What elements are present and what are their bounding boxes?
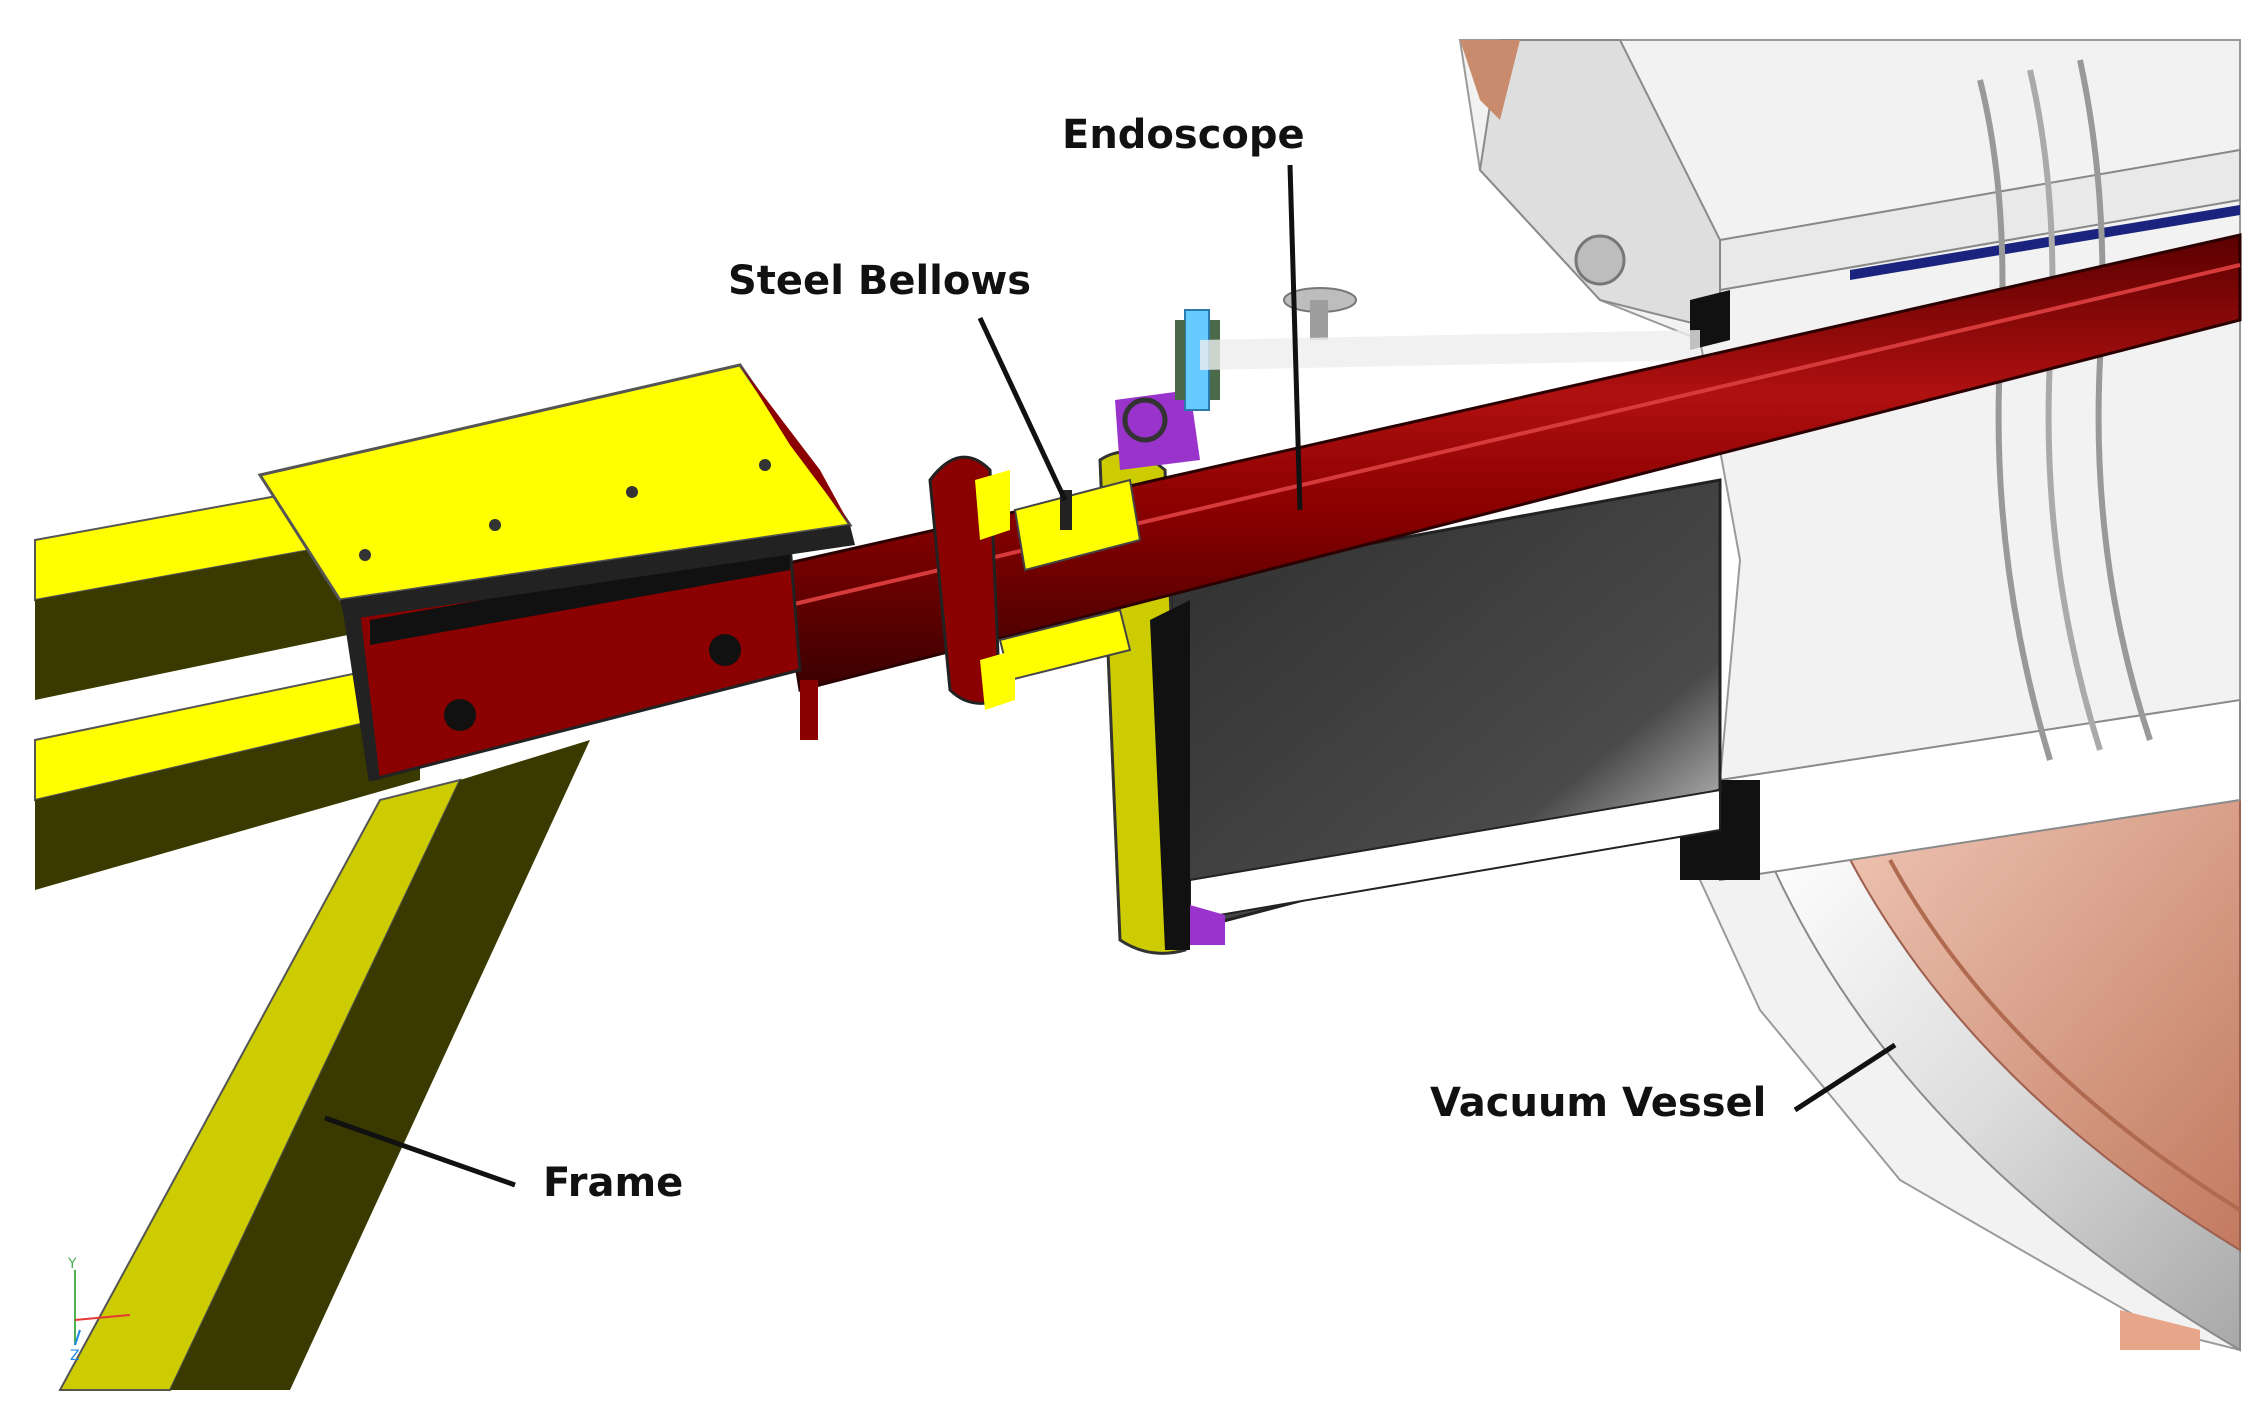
endoscope-leader bbox=[1287, 164, 1303, 511]
steel-bellows-label: Steel Bellows bbox=[728, 258, 1032, 304]
steel-bellows bbox=[928, 455, 1142, 710]
vacuum-vessel-leader bbox=[1793, 1042, 1897, 1113]
frame-leader bbox=[324, 1115, 516, 1188]
axis-y-label: Y bbox=[67, 1256, 77, 1272]
top-plate bbox=[257, 363, 855, 620]
endoscope-label: Endoscope bbox=[1062, 112, 1305, 158]
frame-label: Frame bbox=[543, 1160, 684, 1206]
axis-triad: Y Z bbox=[67, 1256, 131, 1364]
grey-cap bbox=[1200, 287, 1700, 370]
steel-bellows-leader bbox=[977, 316, 1068, 502]
axis-z-label: Z bbox=[70, 1348, 80, 1364]
leader-lines bbox=[324, 164, 1897, 1188]
vacuum-vessel-label: Vacuum Vessel bbox=[1430, 1080, 1767, 1126]
